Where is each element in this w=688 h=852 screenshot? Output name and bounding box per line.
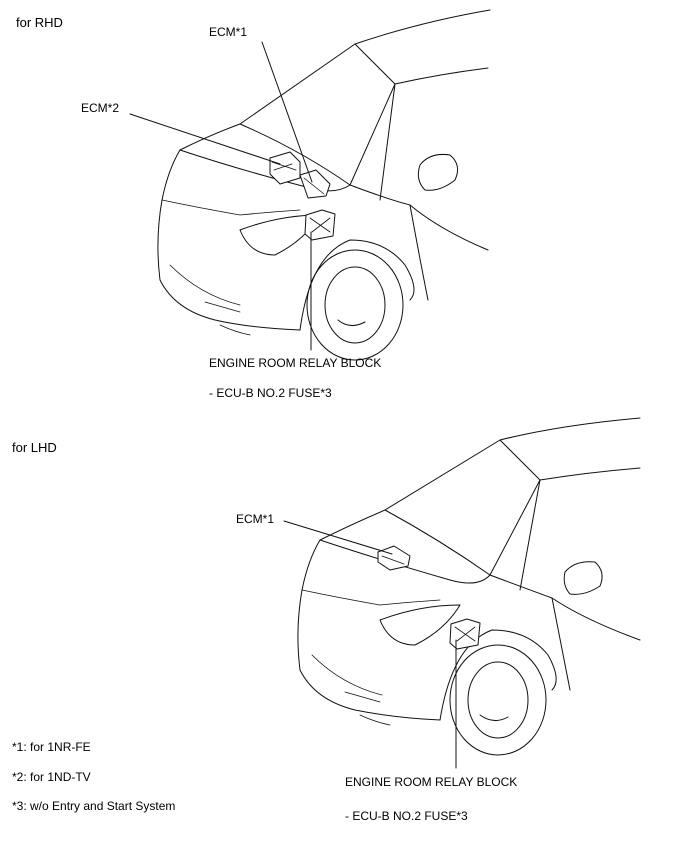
rhd-relay-block-label: ENGINE ROOM RELAY BLOCK — [209, 356, 382, 370]
rhd-fuse-label: - ECU-B NO.2 FUSE*3 — [209, 386, 332, 400]
lhd-heading: for LHD — [12, 440, 57, 455]
note-3: *3: w/o Entry and Start System — [12, 799, 176, 813]
rhd-ecm2-part — [269, 151, 301, 185]
lhd-relay-block-part — [449, 618, 481, 650]
rhd-ecm2-label: ECM*2 — [81, 101, 120, 115]
rhd-heading: for RHD — [16, 15, 63, 30]
lhd-fuse-label: - ECU-B NO.2 FUSE*3 — [345, 809, 468, 823]
rhd-ecm1-leader — [261, 41, 313, 183]
lhd-car-outline — [297, 417, 641, 756]
rhd-ecm1-label: ECM*1 — [209, 25, 248, 39]
note-2: *2: for 1ND-TV — [12, 770, 91, 784]
rhd-ecm1-part — [299, 169, 331, 199]
lhd-ecm1-part — [377, 545, 411, 571]
rhd-ecm2-leader — [129, 113, 281, 165]
lhd-ecm1-label: ECM*1 — [236, 512, 275, 526]
lhd-relay-block-label: ENGINE ROOM RELAY BLOCK — [345, 775, 518, 789]
note-1: *1: for 1NR-FE — [12, 740, 91, 754]
rhd-relay-block-part — [304, 209, 336, 241]
lhd-ecm1-leader — [283, 520, 393, 555]
